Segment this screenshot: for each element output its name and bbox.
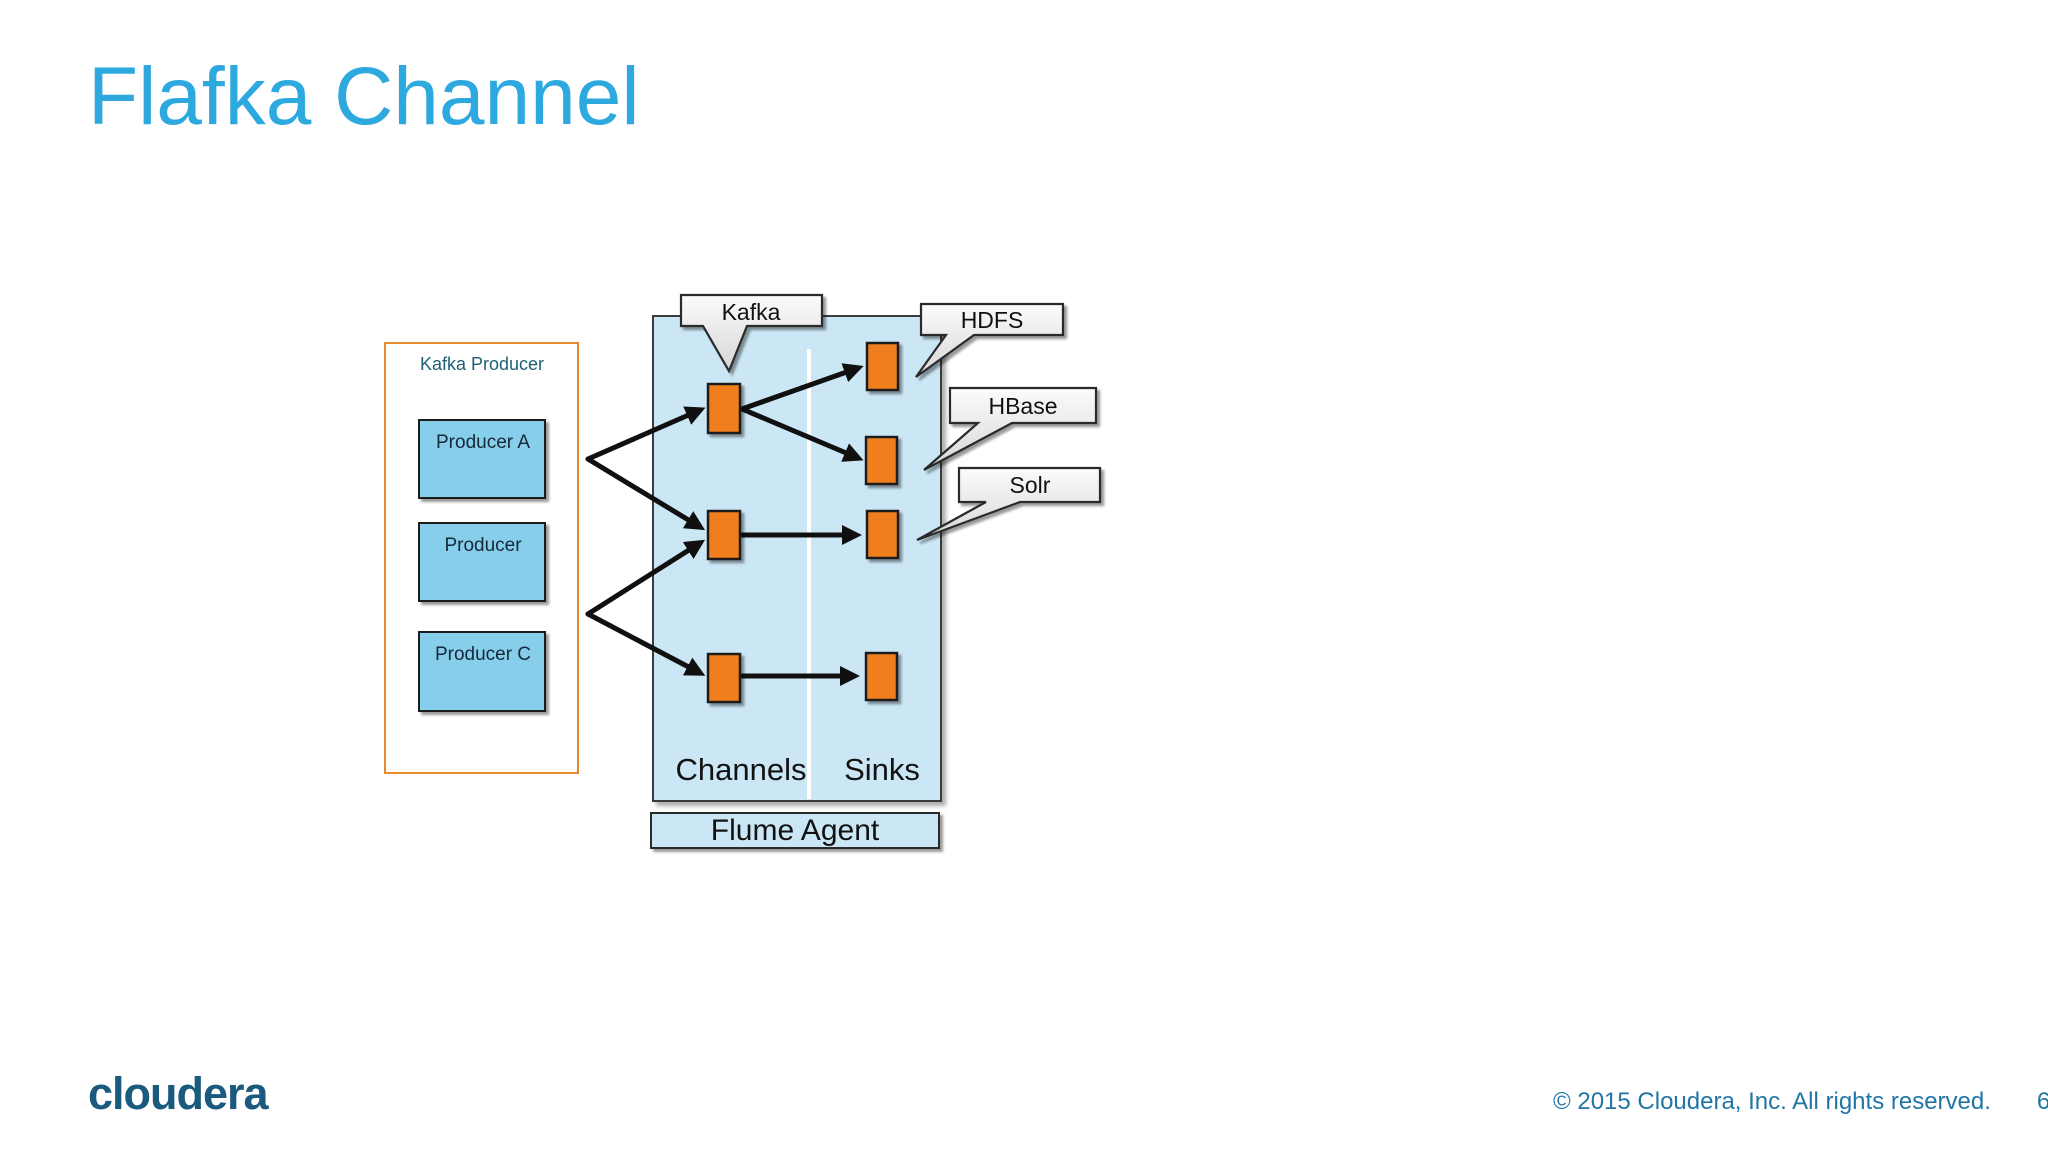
channel-node-3 [706, 652, 742, 704]
sink-node-3 [865, 509, 900, 560]
slide-title: Flafka Channel [88, 51, 640, 142]
solr-callout-label: Solr [1010, 472, 1051, 498]
page-number: 63 [2036, 1088, 2048, 1115]
channel-node-1 [706, 382, 742, 435]
copyright-text: © 2015 Cloudera, Inc. All rights reserve… [1553, 1088, 1991, 1115]
arrow-fan2-to-channel2 [585, 539, 706, 617]
arrow-fan1-to-channel1 [585, 406, 706, 462]
kafka-producer-group-title: Kafka Producer [420, 354, 544, 374]
sink-node-4 [864, 651, 899, 702]
channels-column-label: Channels [676, 752, 807, 787]
producer-b-label: Producer [444, 535, 522, 556]
flume-agent-label: Flume Agent [711, 814, 880, 847]
arrow-channel1-to-sink2 [739, 406, 864, 462]
arrow-channel1-to-sink1 [739, 363, 864, 412]
producer-a-box [418, 419, 546, 499]
arrow-fan1-to-channel2 [585, 456, 706, 531]
solr-callout [916, 466, 1102, 542]
sinks-column-label: Sinks [844, 752, 920, 787]
arrow-fan2-to-channel3 [585, 611, 706, 676]
hbase-callout [923, 386, 1098, 471]
hbase-callout-label: HBase [988, 393, 1057, 419]
hdfs-callout [915, 302, 1065, 378]
channel-node-2 [706, 509, 742, 561]
hdfs-callout-label: HDFS [961, 307, 1024, 333]
producer-c-label: Producer C [435, 644, 531, 665]
kafka-callout-label: Kafka [722, 299, 781, 325]
flume-agent-box [650, 812, 940, 849]
sink-node-1 [865, 341, 900, 392]
sink-node-2 [864, 435, 899, 486]
producer-a-label: Producer A [436, 432, 530, 453]
producer-b-box [418, 522, 546, 602]
footer: © 2015 Cloudera, Inc. All rights reserve… [1553, 1088, 2048, 1116]
cloudera-logo: cloudera [88, 1068, 269, 1119]
kafka-callout [679, 293, 824, 374]
producer-c-box [418, 631, 546, 712]
